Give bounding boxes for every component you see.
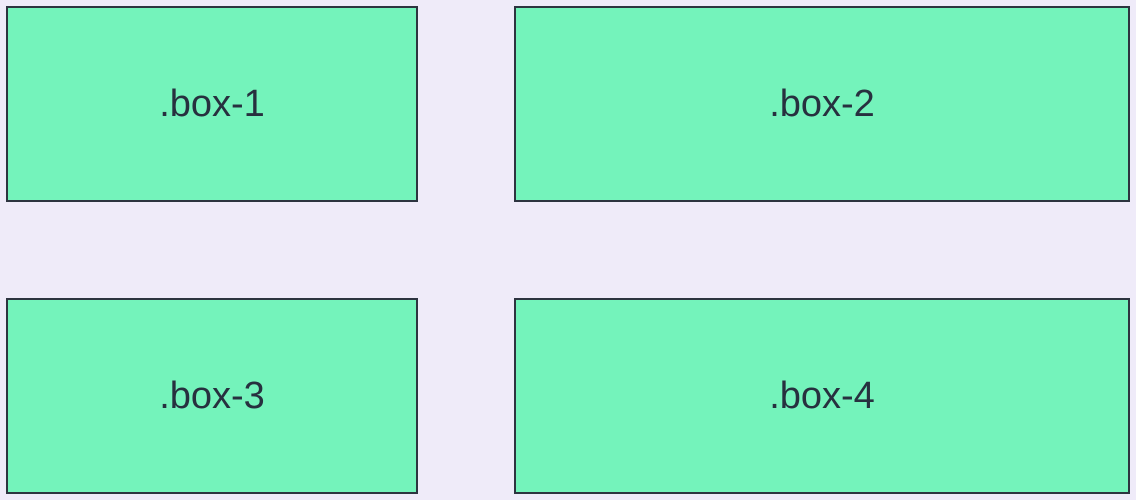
box-3: .box-3 — [6, 298, 418, 494]
box-4-label: .box-4 — [769, 374, 875, 417]
box-3-label: .box-3 — [159, 374, 265, 417]
box-2-label: .box-2 — [769, 82, 875, 125]
box-1: .box-1 — [6, 6, 418, 202]
box-2: .box-2 — [514, 6, 1130, 202]
box-4: .box-4 — [514, 298, 1130, 494]
box-1-label: .box-1 — [159, 82, 265, 125]
